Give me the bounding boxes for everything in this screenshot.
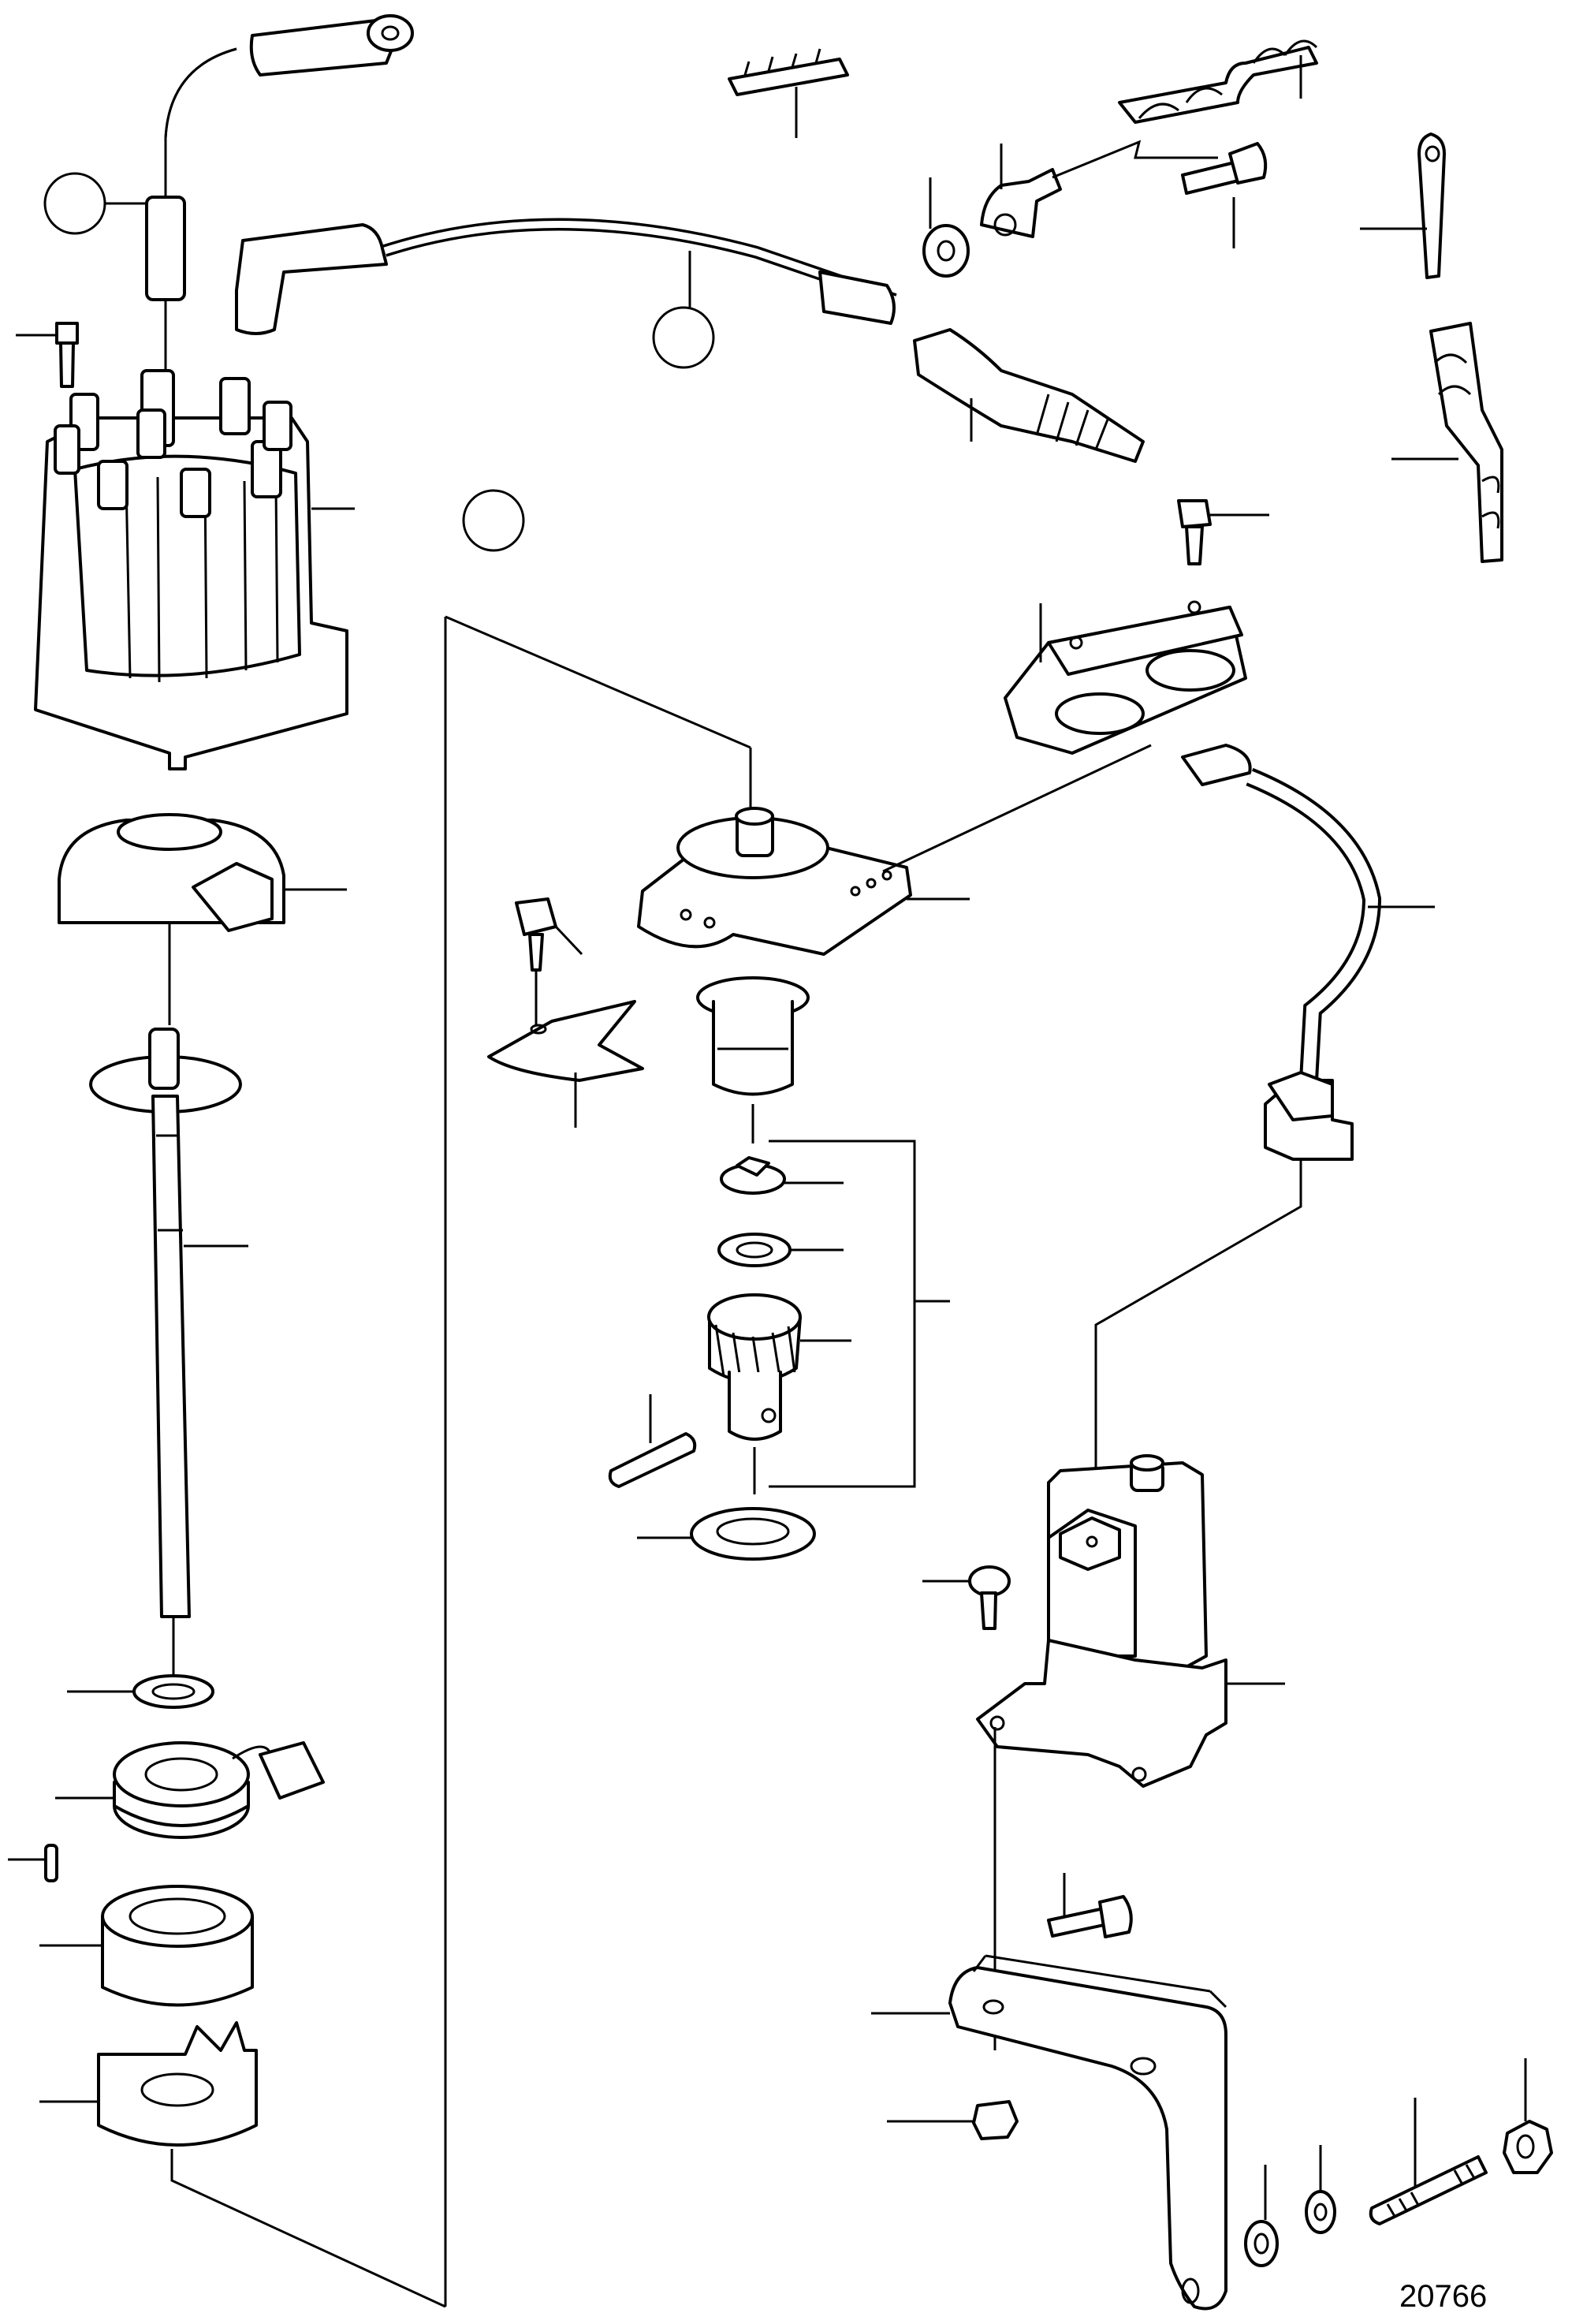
ground-strap-clip (980, 140, 1218, 238)
spark-plug (913, 328, 1145, 463)
cap-bolt (16, 322, 79, 388)
lock-washer (1305, 2145, 1336, 2234)
ground-washer (922, 177, 970, 278)
pickup-coil (55, 1741, 325, 1839)
module-plate-assembly (637, 744, 1152, 956)
gear-stack-bracket (769, 1140, 916, 1488)
distributor-cap (34, 369, 355, 770)
column-divider (444, 615, 751, 2307)
drive-gear (707, 1293, 851, 1494)
ring-terminal-lead (1360, 132, 1446, 279)
distributor-shaft (89, 1028, 248, 1684)
wire-loom-bracket (1118, 39, 1318, 124)
threaded-stud (1369, 2098, 1488, 2225)
figure-number: 20766 (1399, 2279, 1487, 2314)
roll-pin-left (8, 1844, 58, 1882)
ground-bolt (1181, 142, 1268, 248)
rotor (58, 813, 347, 1025)
hex-nut (1503, 2058, 1553, 2174)
housing-shaft (696, 976, 810, 1143)
module-screw (1177, 499, 1269, 565)
bracket-nut (887, 2100, 1019, 2140)
coil-mounting-bracket (871, 1954, 1227, 2311)
ignition-module (1004, 600, 1247, 755)
ignition-coil (976, 1454, 1285, 1788)
distributor-housing-base (39, 2021, 446, 2308)
hold-down-clamp (487, 1000, 644, 1128)
flat-washer (1244, 2165, 1279, 2267)
shim-washer (717, 1233, 844, 1267)
roll-pin-gear (608, 1394, 697, 1488)
wiring-harness (1094, 744, 1435, 1522)
callout-circle-left (43, 172, 106, 235)
spark-plug-wire (235, 218, 897, 335)
callout-circle-wire (652, 306, 715, 369)
bracket-bolt (1047, 1873, 1133, 1938)
retaining-ring (67, 1674, 214, 1709)
callout-circle-center (462, 489, 525, 552)
wire-clip (728, 48, 849, 138)
housing-gasket-washer (637, 1507, 816, 1561)
hold-down-bolt (515, 897, 583, 1025)
pole-piece (39, 1885, 254, 2007)
coil-lead-wire (145, 14, 414, 371)
thrust-washer (720, 1156, 844, 1195)
terminal-clip-strip (1391, 322, 1503, 563)
